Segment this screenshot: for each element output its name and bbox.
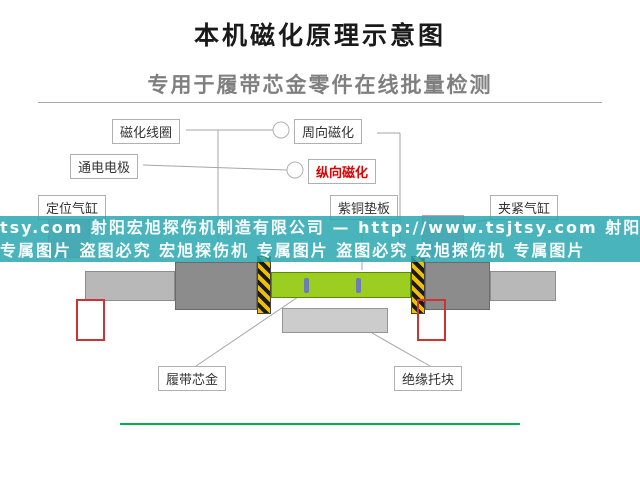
label-circumferential-magnetization: 周向磁化	[294, 119, 363, 144]
bottom-divider	[120, 423, 520, 425]
top-divider	[38, 102, 602, 103]
left-cylinder-rod	[85, 271, 175, 301]
label-positioning-cylinder: 定位气缸	[38, 195, 107, 220]
label-clamping-cylinder: 夹紧气缸	[490, 195, 559, 220]
core-mark-1	[304, 278, 309, 293]
left-electrode-block	[175, 262, 257, 310]
label-longitudinal-magnetization: 纵向磁化	[308, 159, 377, 184]
left-support-outline	[76, 299, 105, 341]
right-support-outline	[417, 299, 446, 341]
longitudinal-node-icon	[286, 161, 304, 179]
right-cylinder-rod	[490, 271, 556, 301]
watermark-line-1: tsy.com 射阳宏旭探伤机制造有限公司 — http://www.tsjts…	[0, 216, 640, 240]
label-copper-backing-plate: 紫铜垫板	[330, 195, 399, 220]
track-core-plate	[271, 272, 411, 298]
insulating-block-shape	[282, 308, 388, 333]
core-mark-2	[356, 278, 361, 293]
page-title: 本机磁化原理示意图	[193, 21, 446, 50]
label-current-electrode: 通电电极	[70, 154, 139, 179]
label-magnetizing-coil: 磁化线圈	[112, 119, 181, 144]
left-copper-plate-hatch	[257, 256, 271, 314]
right-electrode-block	[425, 262, 490, 310]
circumferential-node-icon	[272, 121, 290, 139]
label-track-core: 履带芯金	[158, 366, 227, 391]
watermark-line-2: 专属图片 盗图必究 宏旭探伤机 专属图片 盗图必究 宏旭探伤机 专属图片	[0, 240, 640, 262]
label-insulating-block: 绝缘托块	[394, 366, 463, 391]
page-subtitle: 专用于履带芯金零件在线批量检测	[147, 73, 493, 97]
